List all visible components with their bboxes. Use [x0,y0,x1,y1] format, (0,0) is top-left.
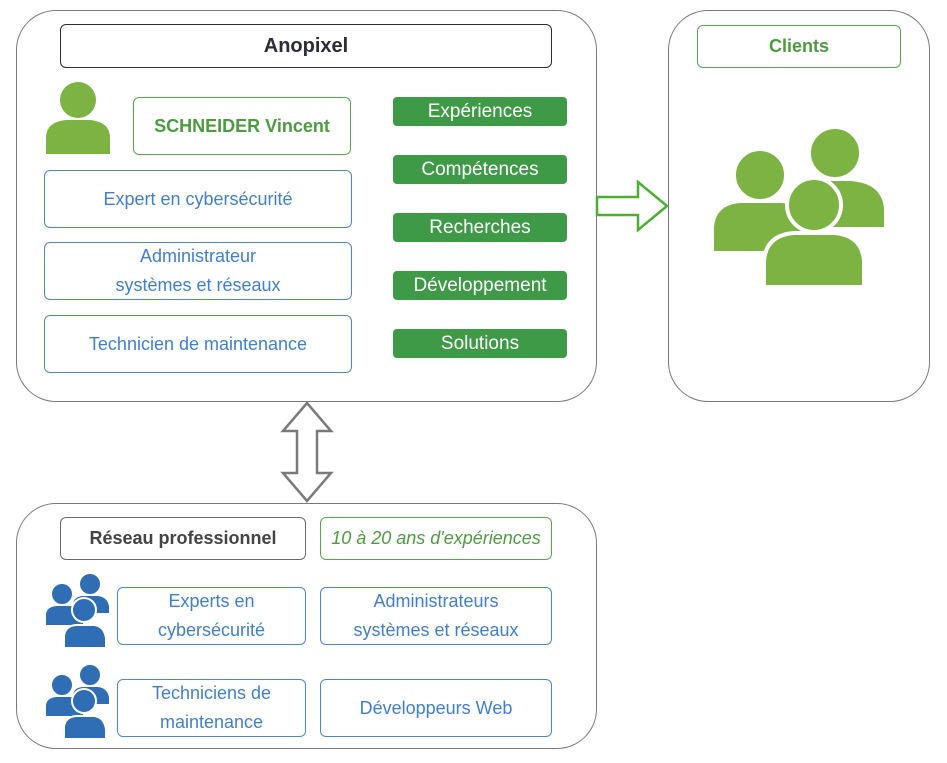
group-sysadmins: Administrateurs systèmes et réseaux [320,587,552,645]
anopixel-title: Anopixel [60,24,552,68]
group-maintenance-techs: Techniciens de maintenance [117,679,306,737]
activity-experiences: Expériences [393,97,567,126]
arrow-right-icon [595,179,669,233]
activity-recherches: Recherches [393,213,567,242]
double-arrow-icon [280,401,334,503]
role-cybersecurity-expert: Expert en cybersécurité [44,170,352,228]
person-icon [46,82,110,154]
group-cybersecurity-experts: Experts en cybersécurité [117,587,306,645]
activity-competences: Compétences [393,155,567,184]
group-web-developers: Développeurs Web [320,679,552,737]
group-icon [44,663,111,740]
activity-solutions: Solutions [393,329,567,358]
clients-title: Clients [697,25,901,68]
network-title: Réseau professionnel [60,517,306,560]
person-name: SCHNEIDER Vincent [133,97,351,155]
experience-badge: 10 à 20 ans d'expériences [320,517,552,560]
group-icon [710,125,888,289]
role-maintenance-tech: Technicien de maintenance [44,315,352,373]
group-icon [44,572,111,649]
activity-developpement: Développement [393,271,567,300]
role-sysadmin: Administrateur systèmes et réseaux [44,242,352,300]
